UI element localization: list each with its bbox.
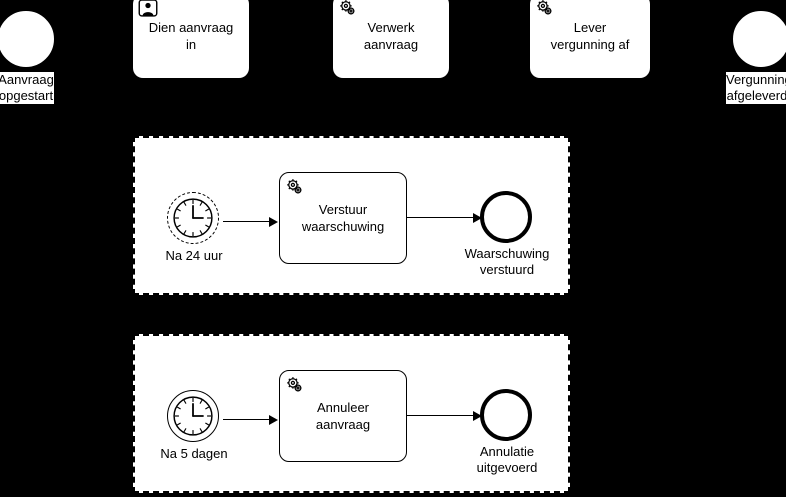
timer-event-label: Na 5 dagen — [160, 446, 228, 461]
end-event-waarschuwing-verstuurd[interactable] — [480, 191, 532, 243]
task-label: Dien aanvraag in — [148, 20, 234, 52]
end-event-annulatie-uitgevoerd[interactable] — [480, 389, 532, 441]
timer-clock-icon — [173, 198, 213, 238]
start-event-label: Aanvraag opgestart — [0, 72, 54, 104]
timer-event-na-5-dagen[interactable] — [167, 390, 219, 442]
task-label: Annuleer aanvraag — [315, 400, 371, 432]
group-cancellation: Na 5 dagen Annuleer a — [133, 334, 570, 493]
connector-timer-to-task — [223, 217, 279, 227]
task-label: Lever vergunning af — [550, 20, 630, 52]
task-verwerk-aanvraag[interactable]: Verwerk aanvraag — [333, 0, 449, 78]
service-task-icon — [535, 0, 555, 18]
group-warning-escalation: Na 24 uur Verstuur wa — [133, 136, 570, 295]
task-verstuur-waarschuwing[interactable]: Verstuur waarschuwing — [279, 172, 407, 264]
task-label: Verstuur waarschuwing — [301, 202, 385, 234]
service-task-icon — [338, 0, 358, 18]
task-annuleer-aanvraag[interactable]: Annuleer aanvraag — [279, 370, 407, 462]
task-dien-aanvraag-in[interactable]: Dien aanvraag in — [133, 0, 249, 78]
task-lever-vergunning-af[interactable]: Lever vergunning af — [530, 0, 650, 78]
end-event-label: Vergunning afgeleverd — [726, 72, 786, 104]
service-task-icon — [285, 177, 305, 197]
task-label: Verwerk aanvraag — [363, 20, 419, 52]
connector-task-to-end — [407, 411, 487, 421]
start-event-aanvraag-opgestart[interactable] — [0, 11, 54, 67]
end-event-label: Waarschuwing verstuurd — [464, 246, 550, 277]
service-task-icon — [285, 375, 305, 395]
timer-event-na-24-uur[interactable] — [167, 192, 219, 244]
connector-task-to-end — [407, 213, 487, 223]
end-event-label: Annulatie uitgevoerd — [476, 444, 538, 475]
connector-timer-to-task — [223, 415, 279, 425]
timer-clock-icon — [173, 396, 213, 436]
user-task-icon — [138, 0, 158, 18]
timer-event-label: Na 24 uur — [165, 248, 223, 263]
end-event-vergunning-afgeleverd[interactable] — [733, 11, 786, 67]
